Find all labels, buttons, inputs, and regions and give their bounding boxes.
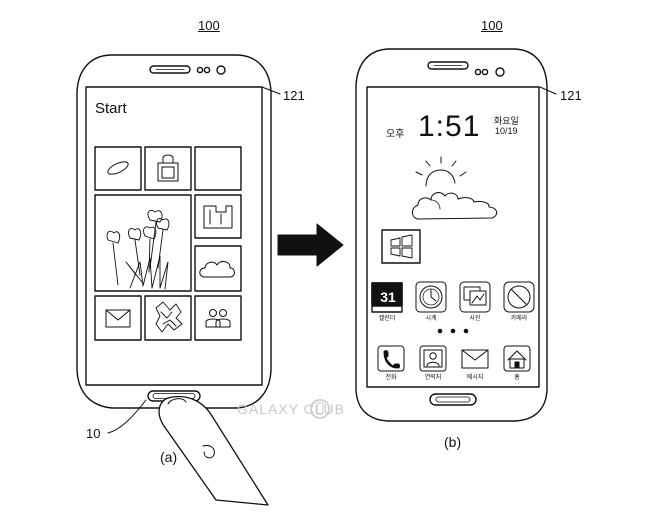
tile-people[interactable]: [195, 296, 241, 340]
date-label: 10/19: [495, 126, 518, 136]
message-icon[interactable]: [462, 350, 488, 368]
tile-photos[interactable]: [95, 195, 191, 291]
watermark-text: GALAXY CLUB: [237, 401, 345, 417]
tile-blank[interactable]: [195, 147, 241, 190]
ie-icon: [106, 159, 130, 176]
page-dot-3: [464, 329, 467, 332]
people-icon: [206, 310, 230, 328]
app-label-gallery: 사진: [455, 313, 495, 322]
partly-cloudy-icon: [412, 157, 496, 219]
button-ref-label: 10: [86, 426, 100, 441]
cloud-icon: [200, 261, 235, 277]
display-b-leader-line: [540, 87, 556, 94]
tile-ie[interactable]: [95, 147, 141, 190]
contacts-icon[interactable]: [420, 346, 446, 371]
tile-store[interactable]: [145, 147, 191, 190]
phone-b-sensor-1: [475, 69, 480, 74]
tile-office[interactable]: [195, 195, 241, 238]
tile-mail[interactable]: [95, 296, 141, 340]
button-leader-line: [108, 400, 146, 433]
dock-label-contacts: 연락처: [413, 372, 453, 381]
camera-icon[interactable]: [504, 282, 534, 312]
phone-a-sensor-1: [197, 67, 202, 72]
tulips-photo: [107, 210, 169, 289]
store-bag-icon: [158, 155, 178, 181]
caption-b: (b): [444, 434, 461, 450]
mail-icon: [106, 310, 130, 327]
windows-tile[interactable]: [382, 230, 420, 263]
games-icon: [156, 302, 182, 332]
app-label-camera: 카메라: [499, 313, 539, 322]
phone-b-sensor-2: [482, 69, 487, 74]
app-label-calendar: 캘린더: [367, 313, 407, 322]
page-dot-2: [451, 329, 454, 332]
phone-icon[interactable]: [378, 346, 404, 371]
dock-label-home: 홈: [497, 372, 537, 381]
gallery-icon[interactable]: [460, 282, 490, 312]
office-icon: [204, 206, 232, 228]
dock-label-message: 메시지: [455, 372, 495, 381]
display-ref-label-a: 121: [283, 88, 305, 103]
dock-label-phone: 전화: [371, 372, 411, 381]
page-dot-1: [438, 329, 441, 332]
device-ref-label-a: 100: [198, 18, 220, 33]
phone-a-front-camera: [217, 66, 225, 74]
windows-logo-icon: [391, 235, 412, 258]
phone-a-sensor-2: [204, 67, 209, 72]
tile-games[interactable]: [145, 296, 191, 340]
start-screen-title: Start: [95, 100, 127, 117]
transition-arrow: [278, 224, 343, 266]
phone-b-front-camera: [496, 68, 504, 76]
clock-icon[interactable]: [416, 282, 446, 312]
phone-b-home-button[interactable]: [430, 394, 476, 405]
clock-time: 1:51: [418, 110, 480, 144]
ampm-label: 오후: [386, 125, 404, 140]
display-ref-label-b: 121: [560, 88, 582, 103]
calendar-day-number: 31: [373, 289, 403, 305]
home-icon[interactable]: [504, 346, 530, 371]
app-label-clock: 시계: [411, 313, 451, 322]
device-ref-label-b: 100: [481, 18, 503, 33]
caption-a: (a): [160, 449, 177, 465]
